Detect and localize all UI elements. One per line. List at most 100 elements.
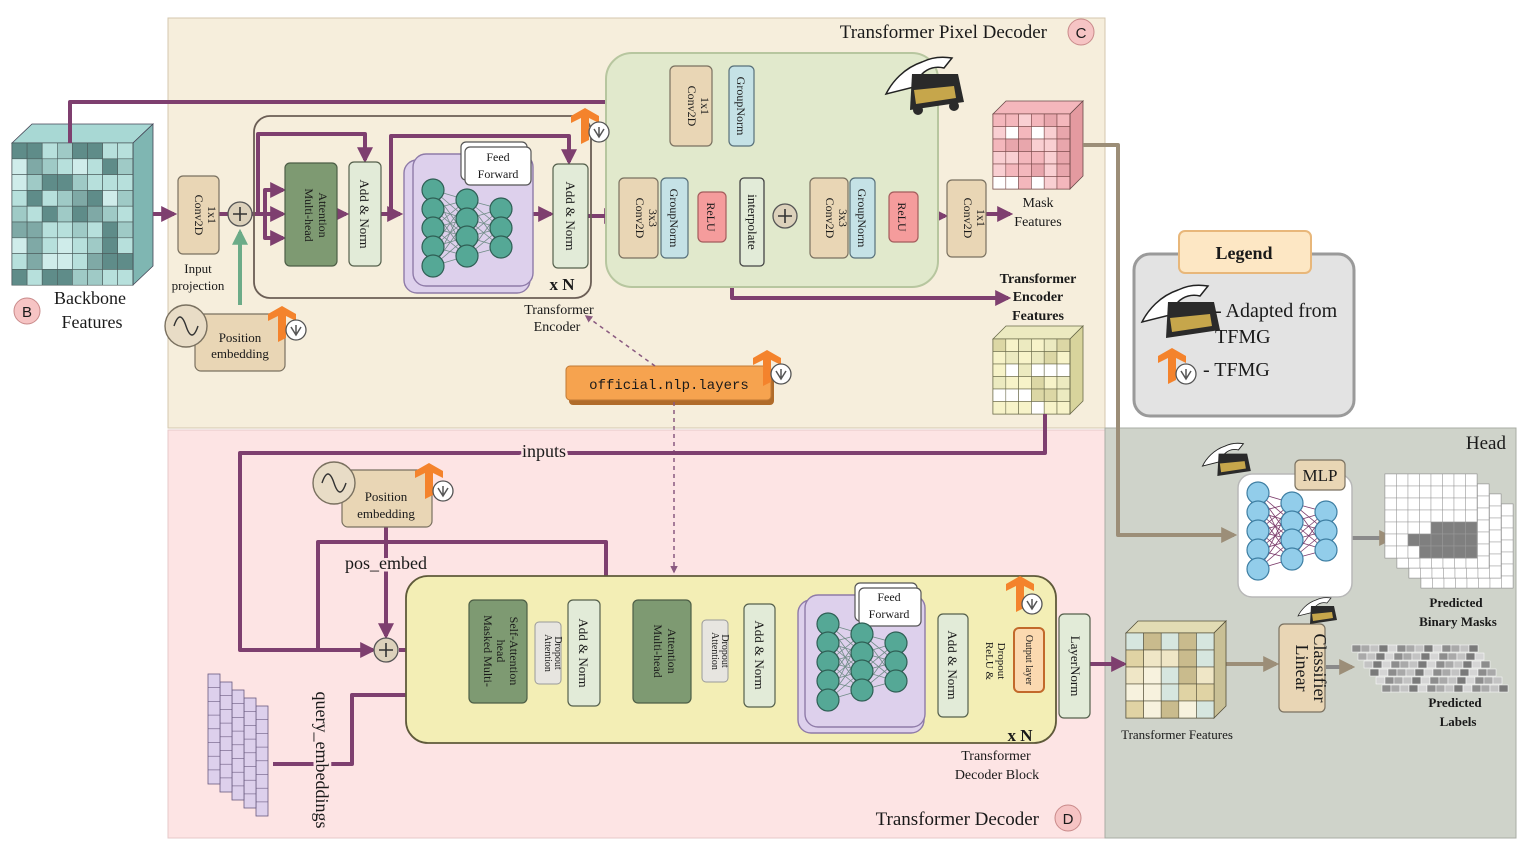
svg-text:Self-Attention: Self-Attention: [507, 617, 521, 686]
legend-tfmg-text: - TFMG: [1203, 359, 1270, 381]
predicted-labels-text-1: Predicted: [1428, 695, 1482, 710]
arrow-mask-to-mlp: [1083, 143, 1238, 543]
tf-logo-library: [753, 350, 792, 386]
input-projection-block: Conv2D 1x1: [177, 175, 220, 255]
svg-text:1x1: 1x1: [698, 97, 712, 115]
encoder-features-label-3: Features: [1012, 309, 1064, 324]
svg-text:embedding: embedding: [357, 506, 415, 521]
svg-text:Conv2D: Conv2D: [633, 198, 647, 239]
fpn-conv1x1-out: Conv2D 1x1: [946, 179, 988, 258]
svg-text:Attention: Attention: [665, 628, 679, 673]
badge-d: [1054, 804, 1082, 832]
predicted-masks-label-2: Binary Masks: [1419, 614, 1497, 629]
arrow-plus-fork-bot: [263, 214, 287, 246]
svg-text:Conv2D: Conv2D: [823, 198, 837, 239]
encoder-addnorm-1: Add & Norm: [348, 161, 382, 267]
svg-text:ReLU: ReLU: [704, 202, 718, 232]
badge-c: [1067, 18, 1095, 46]
svg-text:Linear: Linear: [1292, 645, 1312, 692]
pos-embed-label: pos_embed: [345, 553, 427, 573]
decoder-output-layer: Output layer: [1013, 627, 1045, 693]
svg-text:interpolate: interpolate: [745, 194, 760, 250]
svg-text:GroupNorm: GroupNorm: [734, 77, 748, 136]
fpn-relu-b: ReLU: [888, 191, 919, 243]
svg-text:ReLU: ReLU: [895, 202, 909, 232]
svg-text:Feed: Feed: [877, 590, 900, 604]
plus-node-fpn: [772, 203, 798, 229]
arrow-encoder-features-to-inputs: [238, 414, 1047, 658]
decoder-title: Transformer Decoder: [876, 809, 1040, 830]
fpn-groupnorm-b: GroupNorm: [849, 177, 876, 259]
legend-purdue-text-1: - Adapted from: [1215, 300, 1338, 322]
encoder-addnorm-2: Add & Norm: [552, 163, 589, 269]
svg-text:Position: Position: [219, 330, 262, 345]
svg-text:LayerNorm: LayerNorm: [1068, 636, 1083, 697]
svg-text:Dropout: Dropout: [995, 643, 1007, 680]
svg-text:Conv2D: Conv2D: [961, 198, 975, 239]
svg-text:Legend: Legend: [1215, 243, 1272, 263]
head-title: Head: [1466, 433, 1507, 454]
svg-text:official.nlp.layers: official.nlp.layers: [589, 378, 749, 394]
predicted-binary-masks: [1384, 473, 1514, 589]
position-embedding-decoder: Position embedding: [312, 461, 433, 528]
decoder-relu-dropout: ReLU & Dropout: [977, 628, 1007, 694]
decoder-attn-dropout-2: Attention Dropout: [701, 619, 730, 683]
fpn-conv1x1-top: Conv2D 1x1: [669, 65, 713, 147]
badge-b: [13, 297, 41, 325]
svg-text:head: head: [494, 640, 508, 663]
fpn-groupnorm-top: GroupNorm: [728, 65, 755, 147]
decoder-caption-1: Transformer: [961, 749, 1031, 764]
arrow-plus-fork-up: [256, 132, 373, 214]
mlp-block: MLP: [1237, 459, 1353, 598]
fpn-conv3x3-a: Conv2D 3x3: [618, 177, 660, 259]
decoder-caption-2: Decoder Block: [955, 768, 1039, 783]
position-embedding-top: Position embedding: [164, 304, 286, 372]
tf-logo-posemb-decoder: [415, 463, 454, 502]
pixel-decoder-title: Transformer Pixel Decoder: [840, 22, 1048, 43]
svg-text:GroupNorm: GroupNorm: [667, 189, 681, 248]
arrow-ffn-skip: [389, 134, 577, 214]
svg-text:Attention: Attention: [542, 634, 553, 672]
mask-features-cube: [992, 100, 1084, 190]
svg-text:1x1: 1x1: [205, 206, 219, 224]
decoder-repeat-label: x N: [1007, 726, 1033, 745]
svg-text:GroupNorm: GroupNorm: [855, 189, 869, 248]
inputs-label: inputs: [522, 441, 566, 461]
predicted-labels-text-2: Labels: [1440, 714, 1477, 729]
encoder-mha-block: Multi-head Attention: [284, 162, 338, 267]
decoder-masked-mha: Masked Multi- head Self-Attention: [468, 599, 528, 704]
svg-text:Add & Norm: Add & Norm: [576, 618, 591, 687]
purdue-train-logo-mlp: [1201, 442, 1251, 476]
fpn-relu-a: ReLU: [697, 191, 727, 243]
purdue-train-logo-classifier: [1297, 597, 1337, 624]
svg-text:Forward: Forward: [869, 607, 910, 621]
encoder-ffn: Feed Forward: [403, 141, 534, 294]
svg-text:Multi-head: Multi-head: [651, 624, 665, 677]
legend-purdue-text-2: TFMG: [1215, 326, 1271, 348]
input-projection-caption-2: projection: [172, 278, 225, 293]
svg-text:Position: Position: [365, 489, 408, 504]
linear-classifier-block: Linear Classifier: [1278, 623, 1330, 713]
svg-text:3x3: 3x3: [646, 209, 660, 227]
fpn-interpolate: interpolate: [739, 177, 765, 267]
predicted-labels: [1351, 644, 1509, 693]
backbone-features-cube: [10, 123, 155, 286]
svg-text:Conv2D: Conv2D: [192, 195, 206, 236]
svg-text:Dropout: Dropout: [552, 636, 563, 670]
encoder-repeat-label: x N: [549, 275, 575, 294]
mask-features-label-2: Features: [1014, 215, 1061, 230]
encoder-features-cube: [992, 325, 1084, 415]
svg-text:Add & Norm: Add & Norm: [752, 620, 767, 689]
svg-text:Add & Norm: Add & Norm: [563, 181, 578, 250]
query-embeddings-label: query_embeddings: [312, 692, 332, 829]
svg-text:ReLU &: ReLU &: [983, 642, 995, 681]
fpn-conv3x3-b: Conv2D 3x3: [809, 177, 850, 259]
svg-text:Classifier: Classifier: [1310, 634, 1330, 703]
fpn-groupnorm-a: GroupNorm: [660, 177, 689, 259]
svg-text:Multi-head: Multi-head: [302, 188, 316, 241]
svg-text:3x3: 3x3: [836, 209, 850, 227]
badge-d-label: D: [1063, 811, 1074, 828]
plus-node-input: [227, 201, 253, 227]
svg-text:MLP: MLP: [1303, 466, 1338, 485]
